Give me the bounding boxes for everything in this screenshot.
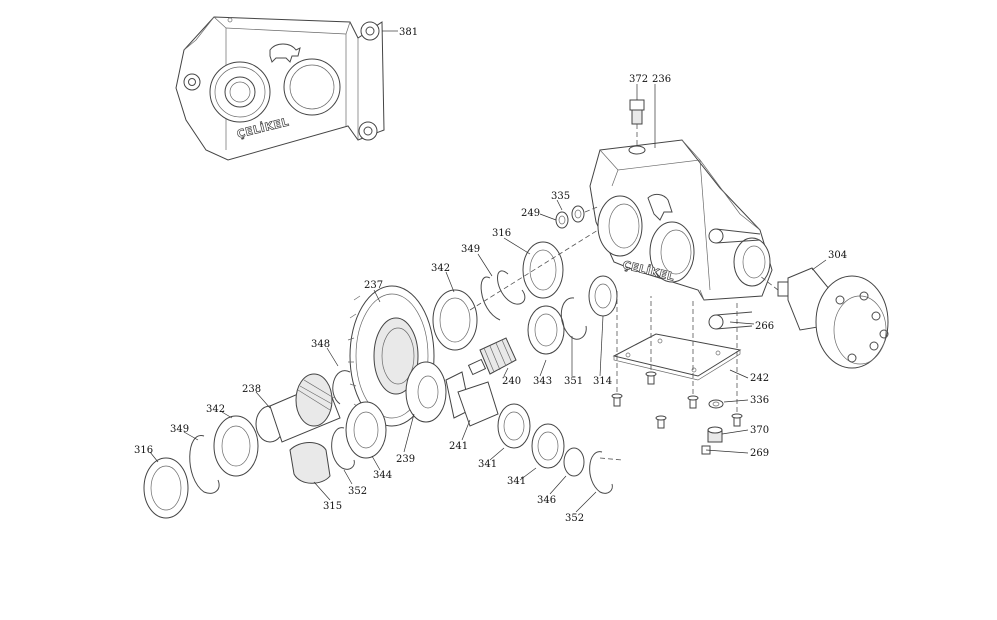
label-240: 240	[502, 376, 521, 387]
label-349-right: 349	[461, 244, 480, 255]
label-381: 381	[399, 27, 418, 38]
cover-plate	[612, 333, 742, 381]
label-336: 336	[750, 395, 769, 406]
label-236: 236	[652, 74, 671, 85]
splined-hub	[255, 373, 341, 443]
label-238: 238	[242, 384, 261, 395]
label-352-right: 352	[565, 513, 584, 524]
label-335: 335	[551, 191, 570, 202]
label-342-left: 342	[206, 404, 225, 415]
label-316-right: 316	[492, 228, 511, 239]
label-341-lower: 341	[507, 476, 526, 487]
label-349-left: 349	[170, 424, 189, 435]
label-342-right: 342	[431, 263, 450, 274]
pinion-shaft	[467, 337, 517, 376]
label-344: 344	[373, 470, 392, 481]
washer-and-drain-plug	[701, 399, 724, 455]
main-housing: ÇELİKEL	[589, 139, 773, 330]
cover-screws	[611, 290, 743, 429]
assembled-gearbox-inset: ÇELİKEL	[175, 16, 385, 161]
label-242: 242	[750, 373, 769, 384]
breather-plug	[629, 99, 645, 148]
label-348: 348	[311, 339, 330, 350]
left-seals	[143, 415, 259, 519]
input-shaft-seals	[432, 229, 618, 355]
part-labels: 381 372 236 335 249 316 349 342 237 348 …	[134, 27, 847, 524]
left-bearings	[289, 370, 387, 484]
label-352-left: 352	[348, 486, 367, 497]
label-237: 237	[364, 280, 383, 291]
label-241: 241	[449, 441, 468, 452]
label-249: 249	[521, 208, 540, 219]
label-239: 239	[396, 454, 415, 465]
leader-lines	[149, 30, 827, 513]
label-269: 269	[750, 448, 769, 459]
label-314: 314	[593, 376, 612, 387]
label-370: 370	[750, 425, 769, 436]
label-304: 304	[828, 250, 847, 261]
label-351: 351	[564, 376, 583, 387]
label-341-upper: 341	[478, 459, 497, 470]
hydraulic-motor	[759, 267, 889, 369]
label-343: 343	[533, 376, 552, 387]
label-315: 315	[323, 501, 342, 512]
output-shaft-parts	[457, 381, 623, 494]
label-372: 372	[629, 74, 648, 85]
label-346: 346	[537, 495, 556, 506]
label-266: 266	[755, 321, 774, 332]
label-316-left: 316	[134, 445, 153, 456]
